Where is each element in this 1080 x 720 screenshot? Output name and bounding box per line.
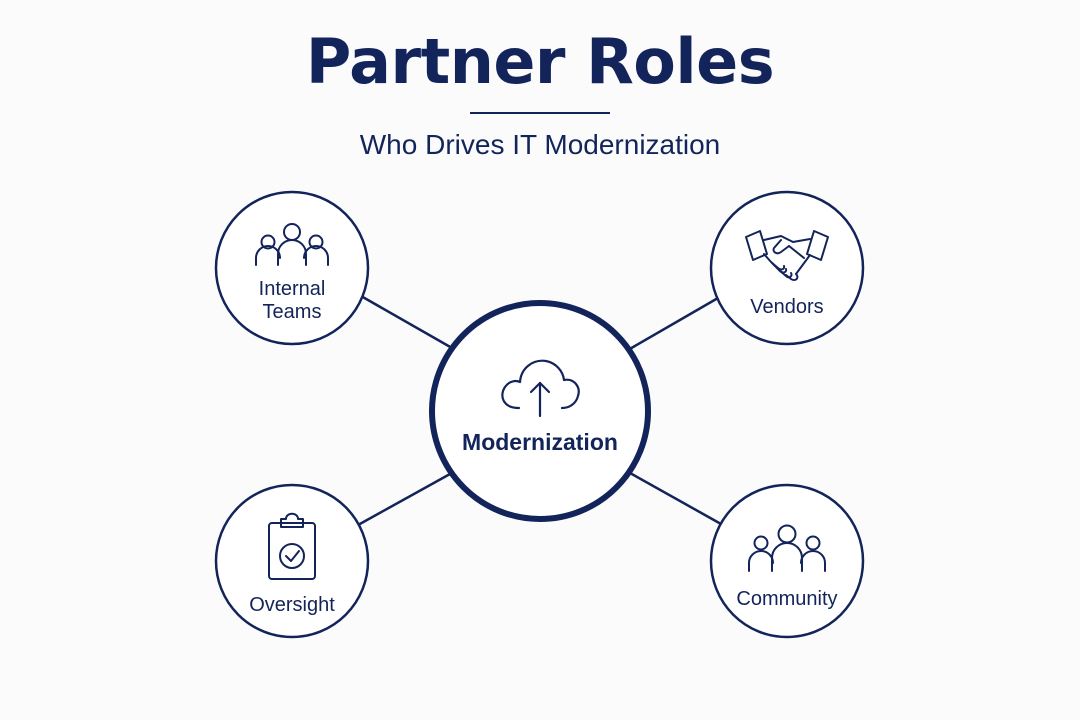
clipboard-check-icon <box>268 512 316 580</box>
node-label-oversight: Oversight <box>249 594 335 616</box>
cloud-upload-icon <box>501 359 580 418</box>
node-label-internal-teams: Internal Teams <box>212 278 372 324</box>
page-title: Partner Roles <box>305 25 775 98</box>
node-label-vendors: Vendors <box>750 296 824 318</box>
team-icon <box>255 223 329 266</box>
page-subtitle: Who Drives IT Modernization <box>359 129 721 160</box>
node-label-line: Teams <box>262 301 322 323</box>
node-circle-community[interactable] <box>709 483 865 639</box>
connector-community <box>629 471 722 526</box>
connector-internal-teams <box>360 294 453 350</box>
connector-vendors <box>627 296 719 352</box>
node-circle-internal-teams[interactable] <box>214 190 370 346</box>
node-label-community: Community <box>736 588 838 610</box>
center-node-label: Modernization <box>462 429 618 455</box>
connectors <box>357 294 722 527</box>
node-label-line: Internal <box>258 278 326 300</box>
connector-oversight <box>357 472 451 527</box>
community-icon <box>748 524 826 572</box>
title-divider <box>470 112 610 114</box>
node-circle-vendors[interactable] <box>709 190 865 346</box>
handshake-icon <box>745 230 829 282</box>
